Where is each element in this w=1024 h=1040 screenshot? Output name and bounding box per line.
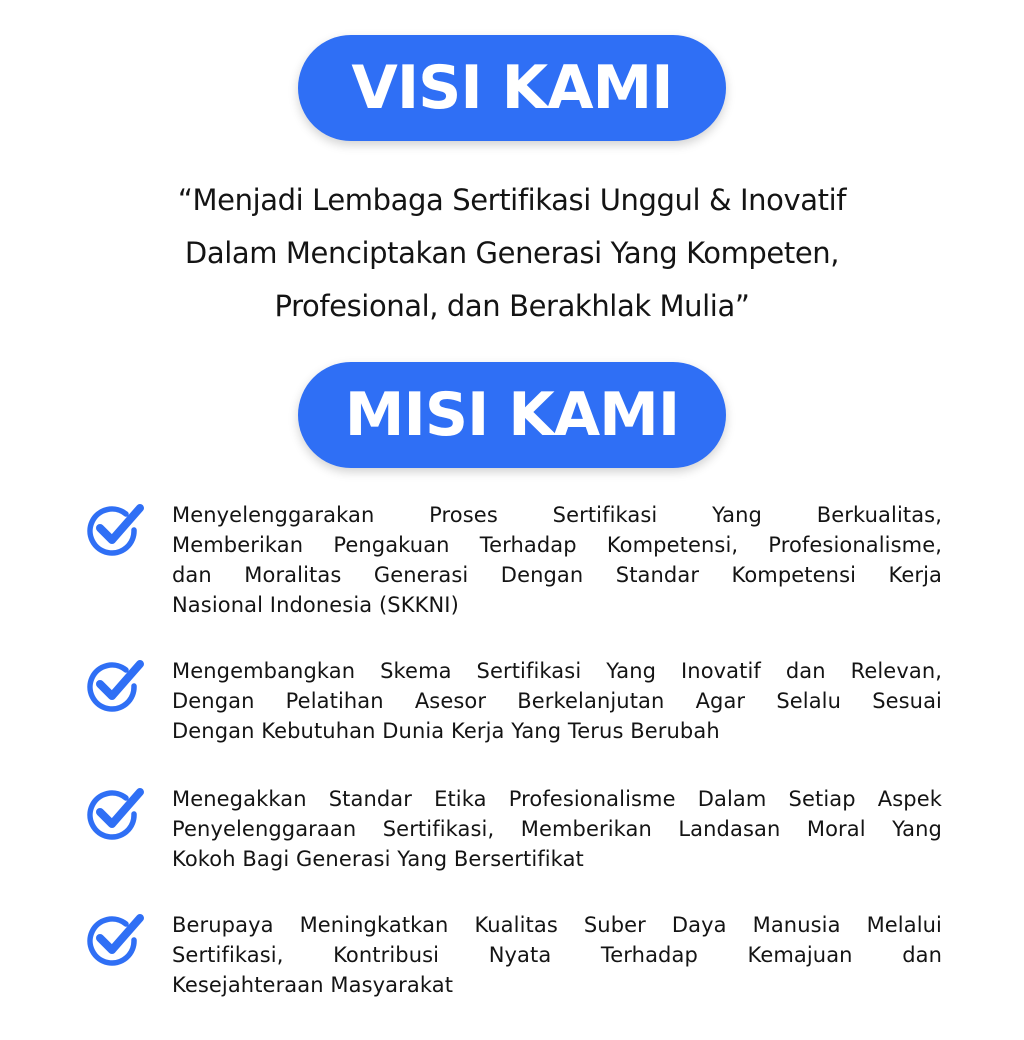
mission-item: Berupaya Meningkatkan Kualitas Suber Day…	[72, 910, 952, 1040]
mission-line: Dengan Kebutuhan Dunia Kerja Yang Terus …	[172, 719, 720, 743]
mission-item: Mengembangkan Skema Sertifikasi Yang Ino…	[72, 656, 952, 786]
mission-line: Penyelenggaraan Sertifikasi, Memberikan …	[172, 817, 942, 841]
misi-heading-badge: MISI KAMI	[298, 362, 726, 468]
mission-text: Mengembangkan Skema Sertifikasi Yang Ino…	[172, 656, 942, 746]
mission-line: Berupaya Meningkatkan Kualitas Suber Day…	[172, 913, 942, 937]
vision-line: Profesional, dan Berakhlak Mulia”	[274, 289, 750, 323]
mission-line: Dengan Pelatihan Asesor Berkelanjutan Ag…	[172, 689, 942, 713]
check-circle-icon	[87, 914, 144, 966]
mission-text: Menegakkan Standar Etika Profesionalisme…	[172, 784, 942, 874]
mission-line: Menegakkan Standar Etika Profesionalisme…	[172, 787, 942, 811]
vision-statement: “Menjadi Lembaga Sertifikasi Unggul & In…	[80, 174, 944, 333]
mission-text: Menyelenggarakan Proses Sertifikasi Yang…	[172, 500, 942, 620]
check-circle-icon	[87, 788, 144, 840]
mission-line: Mengembangkan Skema Sertifikasi Yang Ino…	[172, 659, 942, 683]
misi-heading: MISI KAMI	[344, 380, 680, 450]
mission-line: Kesejahteraan Masyarakat	[172, 973, 454, 997]
mission-line: Memberikan Pengakuan Terhadap Kompetensi…	[172, 533, 942, 557]
mission-line: Kokoh Bagi Generasi Yang Bersertifikat	[172, 847, 584, 871]
mission-line: Sertifikasi, Kontribusi Nyata Terhadap K…	[172, 943, 942, 967]
mission-item: Menegakkan Standar Etika Profesionalisme…	[72, 784, 952, 914]
check-circle-icon	[87, 660, 144, 712]
visi-heading-badge: VISI KAMI	[298, 35, 726, 141]
vision-line: Dalam Menciptakan Generasi Yang Kompeten…	[184, 236, 840, 270]
mission-text: Berupaya Meningkatkan Kualitas Suber Day…	[172, 910, 942, 1000]
mission-line: Nasional Indonesia (SKKNI)	[172, 593, 459, 617]
vision-line: “Menjadi Lembaga Sertifikasi Unggul & In…	[177, 183, 847, 217]
mission-item: Menyelenggarakan Proses Sertifikasi Yang…	[72, 500, 952, 630]
visi-heading: VISI KAMI	[351, 53, 673, 123]
mission-line: dan Moralitas Generasi Dengan Standar Ko…	[172, 563, 942, 587]
check-circle-icon	[87, 504, 144, 556]
mission-line: Menyelenggarakan Proses Sertifikasi Yang…	[172, 503, 942, 527]
